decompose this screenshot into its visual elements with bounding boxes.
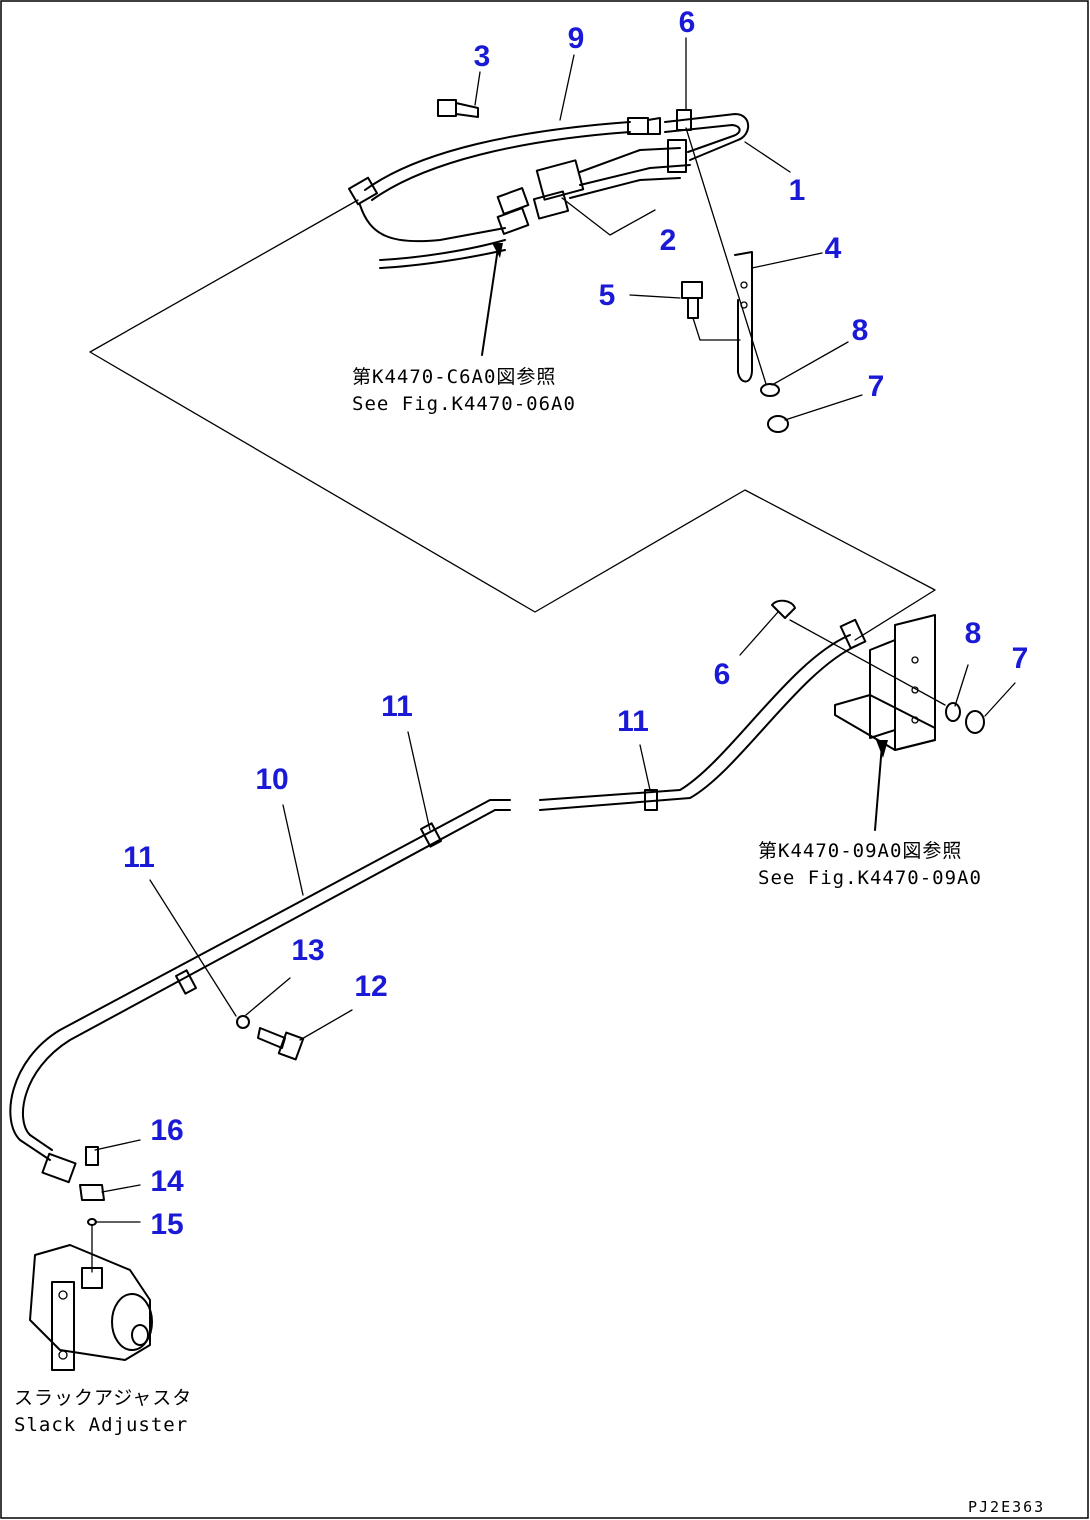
bolt-5-head: [681, 281, 703, 299]
pipe-10-right: [539, 634, 851, 801]
washer-8-mid: [945, 702, 961, 722]
callout-11-right: 11: [617, 705, 649, 738]
hose-lower-b: [379, 239, 506, 261]
clip-6-mid: [771, 599, 796, 619]
hose-9-nut: [627, 117, 649, 135]
callout-11-mid: 11: [381, 690, 413, 723]
mid-leaders: [94, 611, 1016, 1223]
bolt-12-head: [277, 1031, 305, 1061]
bolt-3-head: [437, 99, 457, 117]
callout-3: 3: [474, 40, 491, 73]
callout-2: 2: [660, 224, 677, 257]
callout-4: 4: [825, 232, 842, 265]
pipe-end-fitting: [41, 1152, 77, 1184]
callout-5: 5: [599, 279, 616, 312]
callout-12: 12: [354, 970, 387, 1003]
detail-projection-lines: [89, 199, 936, 641]
callout-8-mid: 8: [965, 617, 982, 650]
callout-16: 16: [150, 1114, 183, 1147]
bolt-5-shank: [687, 297, 699, 319]
bolt-3-shank: [455, 102, 479, 118]
ref-arrow-upper: [481, 247, 499, 356]
pipe-end-right: [839, 618, 867, 650]
brake-pipe-assembly: [9, 599, 985, 1371]
ref-upper-jp: 第K4470-C6A0図参照: [352, 366, 556, 388]
reference-texts: 第K4470-C6A0図参照 See Fig.K4470-06A0 第K4470…: [14, 366, 1045, 1516]
upper-hose-assembly: [89, 99, 936, 641]
ref-mid-en: See Fig.K4470-09A0: [758, 867, 982, 889]
washer-8-upper: [760, 383, 780, 397]
figure-code: PJ2E363: [968, 1498, 1045, 1516]
callout-8-upper: 8: [852, 314, 869, 347]
hose-9: [364, 121, 631, 191]
upper-leaders: [474, 37, 863, 421]
clamp-11-right: [644, 789, 658, 811]
callout-10: 10: [255, 763, 288, 796]
pipe-1: [664, 113, 750, 161]
hose-fitting-b: [496, 207, 530, 235]
washer-13: [236, 1015, 250, 1029]
callout-15: 15: [150, 1208, 183, 1241]
bolt-12-shank: [257, 1027, 286, 1049]
nut-7-mid: [965, 710, 985, 734]
callout-labels: 1 2 3 4 5 6 7 8 9 6 7 8 10 11 11 11 12 1…: [123, 6, 1028, 1241]
callout-9: 9: [568, 22, 585, 55]
callout-7-upper: 7: [868, 370, 885, 403]
callout-6-mid: 6: [714, 658, 731, 691]
nut-7-upper: [767, 415, 789, 433]
hose-lower-a: [359, 204, 506, 243]
callout-1: 1: [789, 174, 806, 207]
bracket-4: [734, 251, 753, 383]
clamp-11-left: [175, 969, 197, 995]
ref-upper-en: See Fig.K4470-06A0: [352, 393, 576, 415]
clamp-6-upper: [676, 109, 692, 131]
callout-13: 13: [291, 934, 324, 967]
clamp-11-mid: [420, 822, 442, 848]
ref-arrow-mid: [874, 744, 883, 831]
slack-adjuster-label-jp: スラックアジャスタ: [14, 1387, 192, 1409]
callout-6-upper: 6: [679, 6, 696, 39]
slack-adjuster-label-en: Slack Adjuster: [14, 1414, 188, 1436]
ref-mid-jp: 第K4470-09A0図参照: [758, 840, 962, 862]
bleeder-16: [85, 1146, 99, 1166]
slack-adjuster: [29, 1244, 153, 1371]
pipe-10-left: [9, 799, 511, 1161]
connector-block-2: [535, 159, 585, 201]
callout-14: 14: [150, 1165, 184, 1198]
bracket-plate: [894, 614, 936, 751]
hose-9-end-fitting: [347, 176, 379, 206]
fitting-14: [79, 1184, 105, 1201]
callout-11-left: 11: [123, 841, 155, 874]
connector-2-right: [667, 139, 687, 173]
callout-7-mid: 7: [1012, 642, 1029, 675]
